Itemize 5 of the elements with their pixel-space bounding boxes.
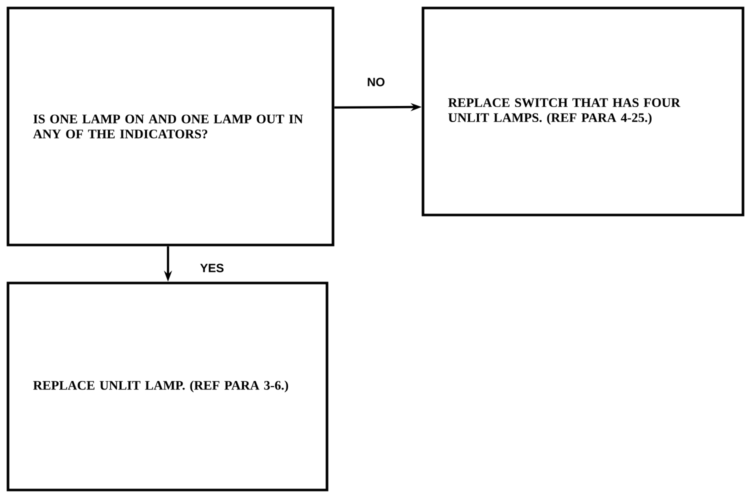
- process-box: IS ONE LAMP ON AND ONE LAMP OUT IN ANY OF THE INDICATORS?: [6, 6, 334, 246]
- edge-label: YES: [199, 262, 225, 274]
- process-box: REPLACE UNLIT LAMP. (REF PARA 3-6.): [6, 282, 328, 492]
- edge-label: NO: [366, 76, 386, 88]
- process-box: REPLACE SWITCH THAT HAS FOUR UNLIT LAMPS. (REF PARA 4-25.): [422, 6, 744, 216]
